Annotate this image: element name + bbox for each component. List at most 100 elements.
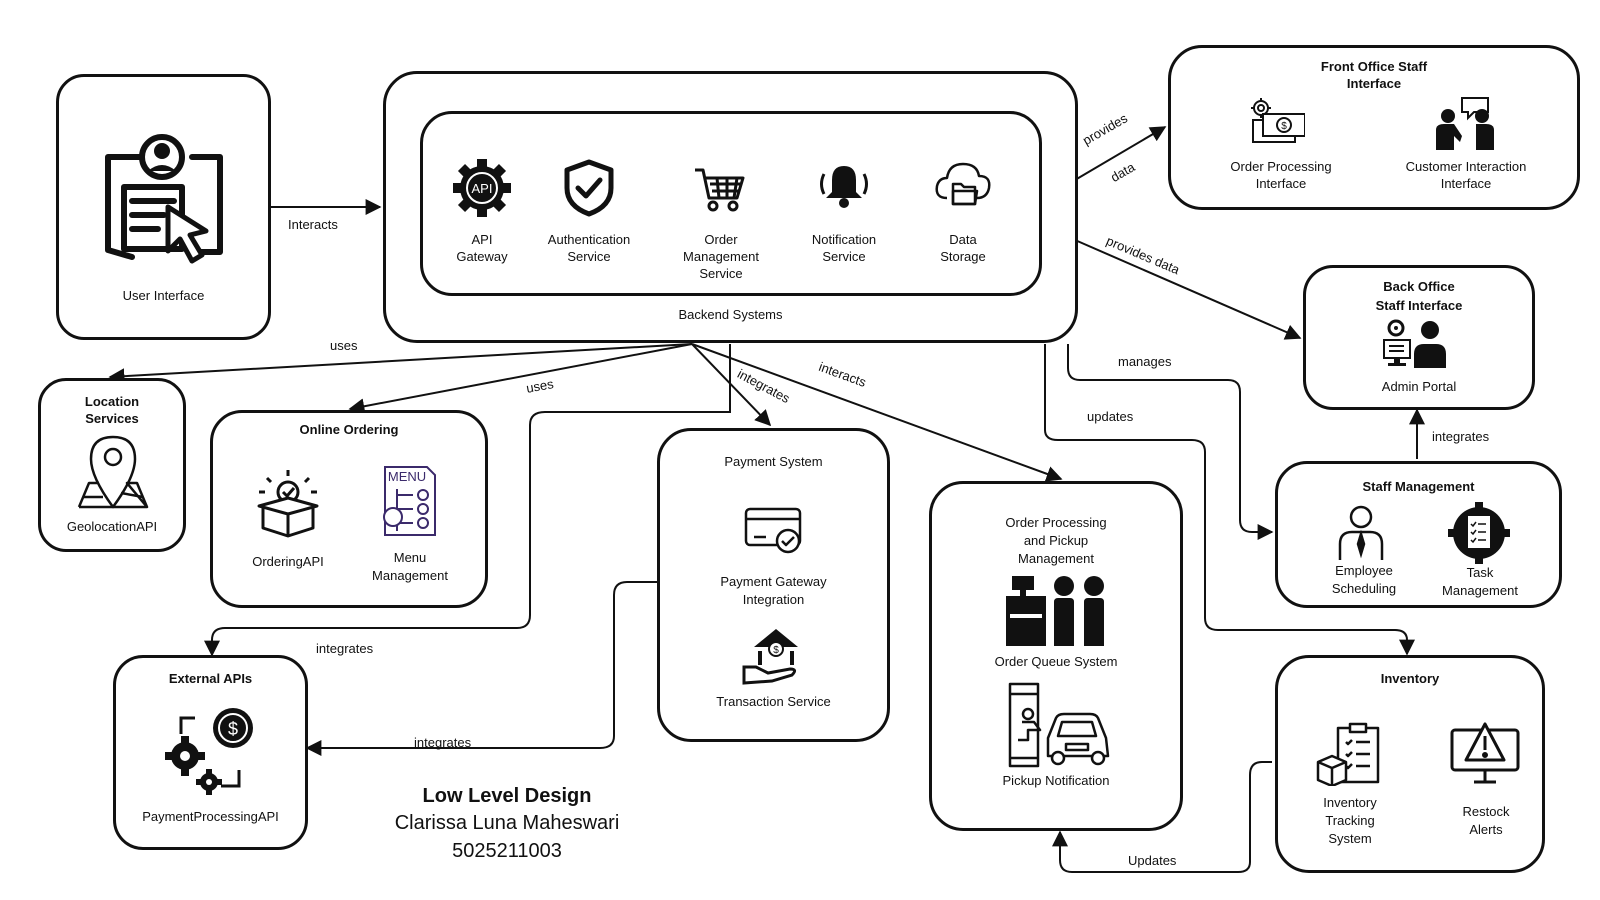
location-services-box[interactable]: Location Services GeolocationAPI [38, 378, 186, 552]
edge-inventory-orderpickup [1052, 761, 1272, 873]
location-title-l2: Services [85, 411, 139, 426]
online-ordering-title: Online Ordering [299, 422, 399, 437]
shield-check-icon [563, 158, 615, 223]
external-item: PaymentProcessingAPI [142, 809, 279, 824]
edge-payment-external [305, 581, 657, 756]
user-interface-label: User Interface [122, 288, 205, 303]
inventory-item1-l1: Inventory [1323, 795, 1377, 810]
front-office-item2-l2: Interface [1440, 176, 1492, 191]
order-pickup-title-l2: and Pickup [1023, 533, 1089, 548]
service-order-mgmt-l2: Management [683, 249, 759, 264]
online-ordering-item2-l1: Menu [393, 550, 427, 565]
staff-item1-l1: Employee [1335, 563, 1393, 578]
online-ordering-item1: OrderingAPI [252, 554, 324, 569]
author-id: 5025211003 [452, 840, 562, 862]
customer-interaction-icon [1434, 96, 1496, 157]
map-pin-icon [73, 433, 153, 518]
author-name: Clarissa Luna Maheswari [394, 812, 620, 834]
bell-icon [816, 162, 872, 215]
staff-item1-l2: Scheduling [1331, 581, 1397, 596]
service-api-gateway-l2: Gateway [456, 249, 508, 264]
task-clipboard-icon [1448, 502, 1510, 569]
diagram-title: Low Level Design [422, 785, 592, 807]
edge-backend-orderpickup [691, 343, 1063, 482]
admin-portal-icon [1382, 318, 1452, 373]
cloud-folder-icon [933, 158, 993, 215]
online-ordering-item2-l2: Management [372, 568, 448, 583]
edge-backend-external [204, 344, 731, 657]
order-processing-icon: $ [1249, 96, 1306, 151]
location-title-l1: Location [84, 394, 140, 409]
edge-label-updates: updates [1087, 409, 1134, 424]
edge-label-manages: manages [1118, 354, 1172, 369]
gears-dollar-icon: $ [161, 706, 257, 801]
svg-text:$: $ [228, 719, 238, 739]
shopping-cart-icon [693, 166, 749, 219]
back-office-item: Admin Portal [1381, 379, 1457, 394]
order-pickup-title-l1: Order Processing [1005, 515, 1107, 530]
inventory-item1-l3: System [1328, 831, 1372, 846]
service-data-storage-l2: Storage [940, 249, 986, 264]
drive-thru-car-icon [1008, 680, 1112, 773]
backend-services-panel: API API Gateway Authentication Service O… [420, 111, 1042, 296]
back-office-title-l1: Back Office [1383, 279, 1455, 294]
inventory-box[interactable]: Inventory Inventory Tracking System Rest… [1275, 655, 1545, 873]
svg-text:$: $ [1281, 121, 1287, 132]
service-order-mgmt-l3: Service [699, 266, 743, 281]
order-pickup-box[interactable]: Order Processing and Pickup Management O… [929, 481, 1183, 831]
inventory-item2-l1: Restock [1462, 804, 1510, 819]
inventory-item2-l2: Alerts [1469, 822, 1503, 837]
inventory-title: Inventory [1380, 671, 1440, 686]
payment-system-box[interactable]: Payment System Payment Gateway Integrati… [657, 428, 890, 742]
edge-label-uses-location: uses [330, 338, 358, 353]
edge-backend-inventory [1044, 344, 1415, 656]
front-office-item1-l2: Interface [1255, 176, 1307, 191]
external-title: External APIs [168, 671, 253, 686]
service-api-gateway-l1: API [471, 232, 493, 247]
edge-label-integrates-payment-external: integrates [414, 735, 472, 750]
svg-text:MENU: MENU [388, 469, 426, 484]
front-office-item2-l1: Customer Interaction [1405, 159, 1527, 174]
edge-backend-backoffice [1074, 239, 1302, 340]
staff-management-box[interactable]: Staff Management Employee Scheduling Tas… [1275, 461, 1562, 608]
user-interface-icon [102, 127, 232, 272]
inventory-clipboard-box-icon [1316, 722, 1382, 791]
service-order-mgmt-l1: Order [704, 232, 738, 247]
inventory-item1-l2: Tracking [1325, 813, 1375, 828]
service-auth-l2: Service [567, 249, 611, 264]
payment-item2: Transaction Service [716, 694, 831, 709]
payment-title: Payment System [724, 454, 823, 469]
edge-backend-frontoffice [1074, 126, 1167, 181]
back-office-title-l2: Staff Interface [1375, 298, 1463, 313]
edge-backend-online [348, 343, 693, 415]
menu-list-icon: MENU [383, 465, 437, 542]
svg-text:$: $ [773, 645, 779, 656]
staff-item2-l2: Management [1442, 583, 1518, 598]
service-data-storage-l1: Data [949, 232, 977, 247]
front-office-title-l1: Front Office Staff [1320, 59, 1428, 74]
edge-backend-staff [1067, 344, 1274, 540]
front-office-item1-l1: Order Processing [1230, 159, 1332, 174]
restock-alert-icon [1450, 720, 1520, 791]
backend-systems-label: Backend Systems [678, 307, 783, 322]
order-pickup-item1: Order Queue System [994, 654, 1118, 669]
staff-title: Staff Management [1362, 479, 1475, 494]
bank-hand-icon: $ [742, 625, 804, 690]
back-office-box[interactable]: Back Office Staff Interface Admin Portal [1303, 265, 1535, 410]
service-notification-l1: Notification [811, 232, 877, 247]
credit-card-check-icon [744, 507, 804, 560]
edge-backend-location [108, 343, 693, 385]
order-pickup-item2: Pickup Notification [1002, 773, 1110, 788]
front-office-box[interactable]: Front Office Staff Interface $ Order Pro… [1168, 45, 1580, 210]
user-interface-box[interactable]: User Interface [56, 74, 271, 340]
staff-item2-l1: Task [1466, 565, 1494, 580]
external-apis-box[interactable]: External APIs $ PaymentProcessingAPI [113, 655, 308, 850]
edge-label-updates-inventory: Updates [1128, 853, 1177, 868]
payment-item1-l1: Payment Gateway [720, 574, 827, 589]
location-item: GeolocationAPI [66, 519, 158, 534]
order-pickup-title-l3: Management [1018, 551, 1094, 566]
backend-systems-box[interactable]: API API Gateway Authentication Service O… [383, 71, 1078, 343]
box-check-icon [253, 468, 323, 543]
online-ordering-box[interactable]: Online Ordering OrderingAPI MENU Menu Ma… [210, 410, 488, 608]
